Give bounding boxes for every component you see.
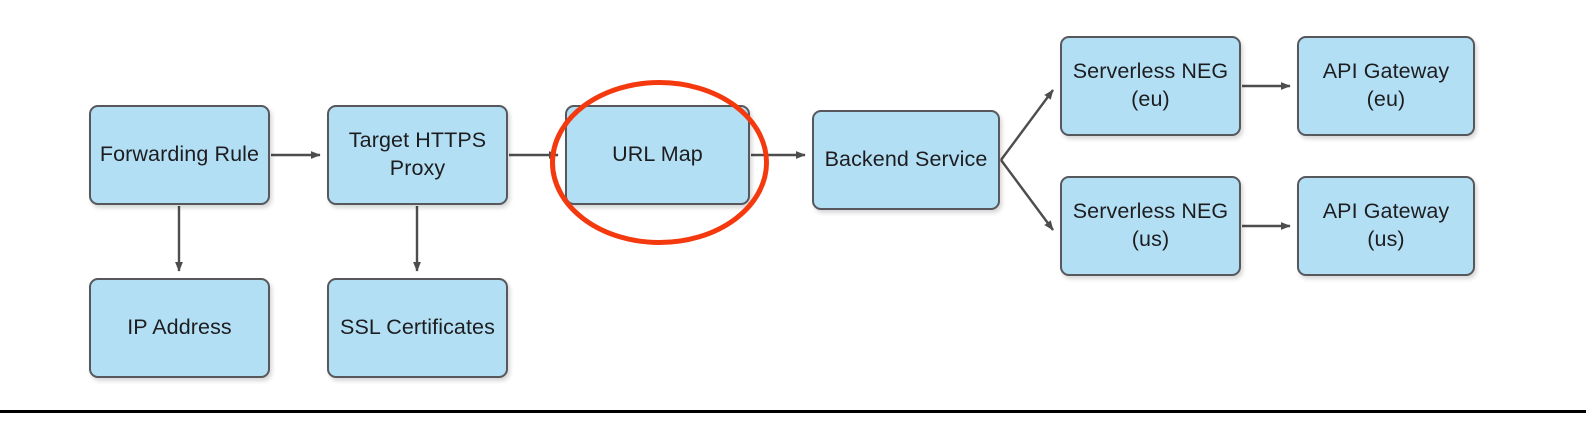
node-serverless-neg-eu[interactable]: Serverless NEG (eu) <box>1060 36 1241 136</box>
node-api-gateway-us[interactable]: API Gateway (us) <box>1297 176 1475 276</box>
node-ssl-certificates[interactable]: SSL Certificates <box>327 278 508 378</box>
node-backend-service[interactable]: Backend Service <box>812 110 1000 210</box>
edge-backend-service-to-serverless-neg-us <box>1000 159 1054 231</box>
footer-divider <box>0 410 1586 413</box>
node-serverless-neg-us[interactable]: Serverless NEG (us) <box>1060 176 1241 276</box>
edge-backend-service-to-serverless-neg-eu <box>1000 89 1054 161</box>
node-target-https-proxy[interactable]: Target HTTPS Proxy <box>327 105 508 205</box>
node-forwarding-rule[interactable]: Forwarding Rule <box>89 105 270 205</box>
node-url-map[interactable]: URL Map <box>565 105 750 205</box>
node-ip-address[interactable]: IP Address <box>89 278 270 378</box>
node-api-gateway-eu[interactable]: API Gateway (eu) <box>1297 36 1475 136</box>
